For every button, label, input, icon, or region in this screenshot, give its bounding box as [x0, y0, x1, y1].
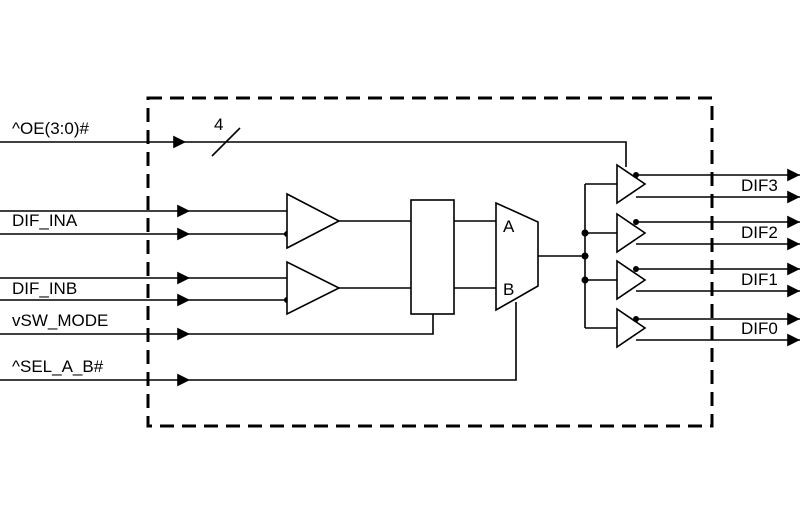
sel-a-b-wire: [0, 302, 517, 387]
chip-boundary: [146, 96, 714, 428]
dif-ina-wires: [0, 204, 290, 241]
output-wires: [633, 168, 800, 347]
vsw-mode-label: vSW_MODE: [12, 311, 108, 330]
output-buffer-dif1: [616, 259, 647, 301]
mode-select-block: [410, 199, 455, 315]
mux: [495, 201, 539, 312]
vsw-mode-wire: [0, 314, 434, 341]
oe-label: ^OE(3:0)#: [12, 119, 89, 138]
sel-a-b-label: ^SEL_A_B#: [12, 357, 104, 376]
mux-input-a-label: A: [503, 217, 515, 236]
output-label-dif1: DIF1: [741, 270, 778, 289]
oe-bus: [0, 127, 627, 167]
dif-ina-label: DIF_INA: [12, 211, 78, 230]
output-label-dif2: DIF2: [741, 223, 778, 242]
input-buffer-a: [286, 192, 341, 250]
output-buffer-dif3: [616, 163, 647, 205]
output-label-dif0: DIF0: [741, 319, 778, 338]
input-buffer-b: [286, 260, 341, 316]
output-buffer-dif0: [616, 307, 647, 349]
mux-input-b-label: B: [503, 280, 514, 299]
dif-inb-label: DIF_INB: [12, 279, 77, 298]
output-label-dif3: DIF3: [741, 176, 778, 195]
fanout-bus: [538, 183, 617, 329]
output-buffer-dif2: [616, 212, 647, 254]
bus-width-label: 4: [214, 115, 223, 134]
